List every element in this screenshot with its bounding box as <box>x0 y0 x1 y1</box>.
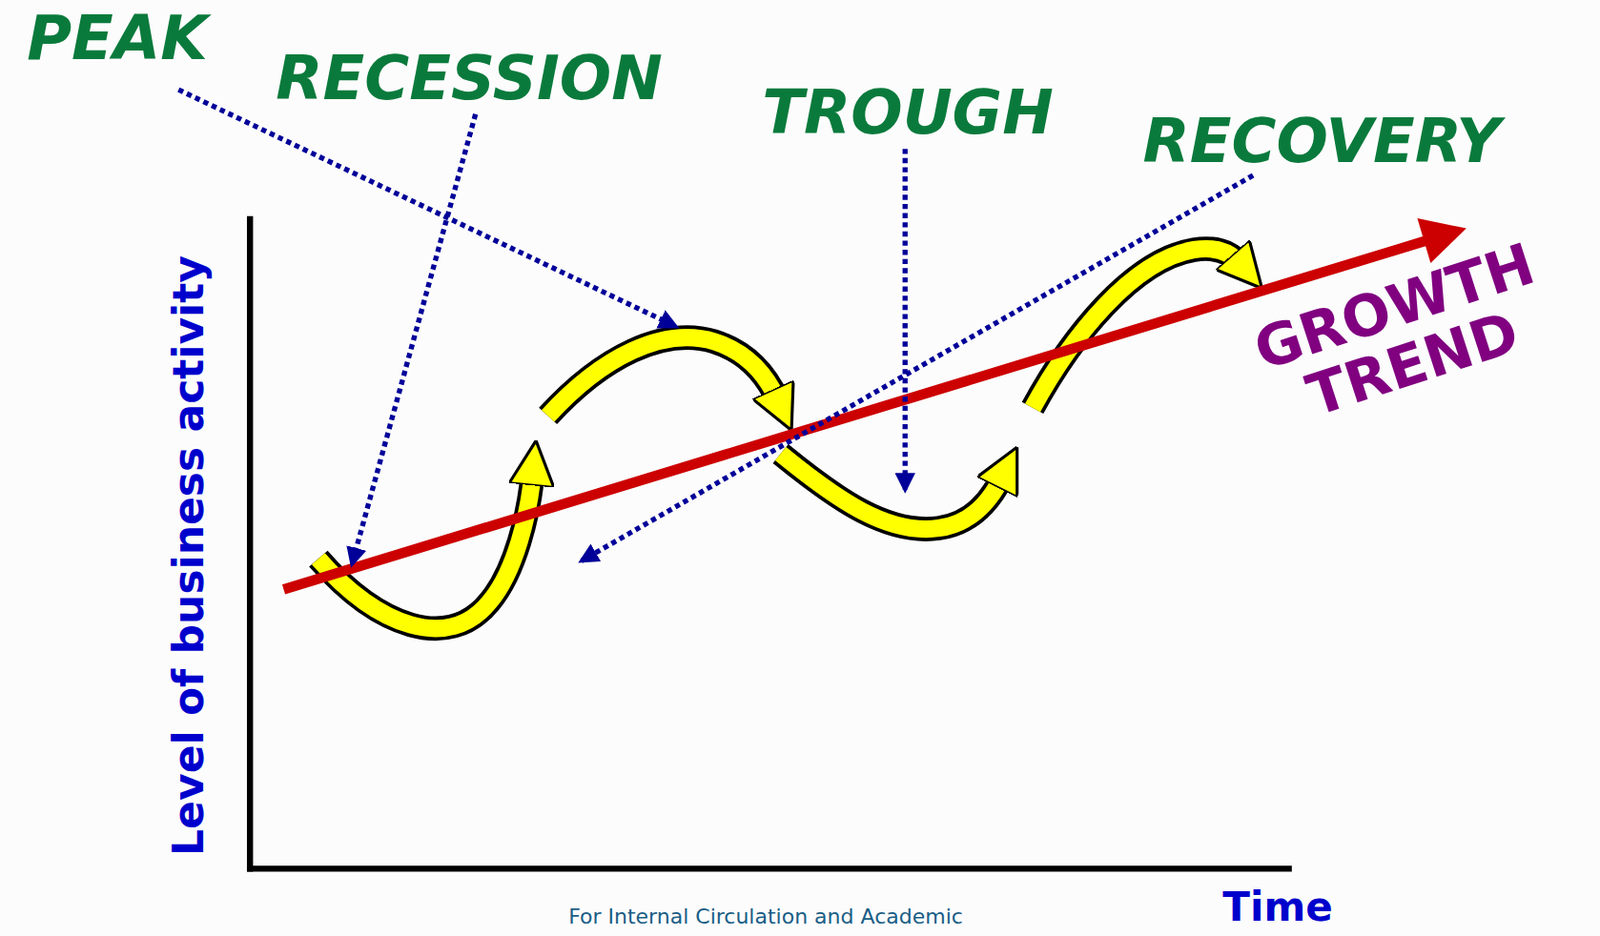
x-axis <box>246 865 1293 872</box>
axis-title: Level of business activity <box>167 255 210 857</box>
phase-label: RECOVERY <box>1142 110 1500 172</box>
leader-lines <box>178 89 1253 564</box>
cycle-arrow <box>780 453 1003 530</box>
phase-label: RECESSION <box>275 47 662 109</box>
leader-line <box>581 175 1253 561</box>
cycle-arrow <box>548 337 779 416</box>
leader-line <box>351 114 475 565</box>
phase-label: TROUGH <box>761 82 1053 144</box>
cycle-outline <box>780 453 1003 530</box>
trend-line <box>284 240 1428 590</box>
footer-note: For Internal Circulation and Academic <box>568 906 964 928</box>
phase-label: PEAK <box>26 7 208 69</box>
cycle-outline <box>548 337 779 416</box>
axis-title: Time <box>1222 887 1333 928</box>
y-axis <box>246 216 253 873</box>
trend-label: GROWTH TREND <box>1235 229 1573 442</box>
leader-line <box>178 89 676 327</box>
leader-line <box>902 148 908 490</box>
